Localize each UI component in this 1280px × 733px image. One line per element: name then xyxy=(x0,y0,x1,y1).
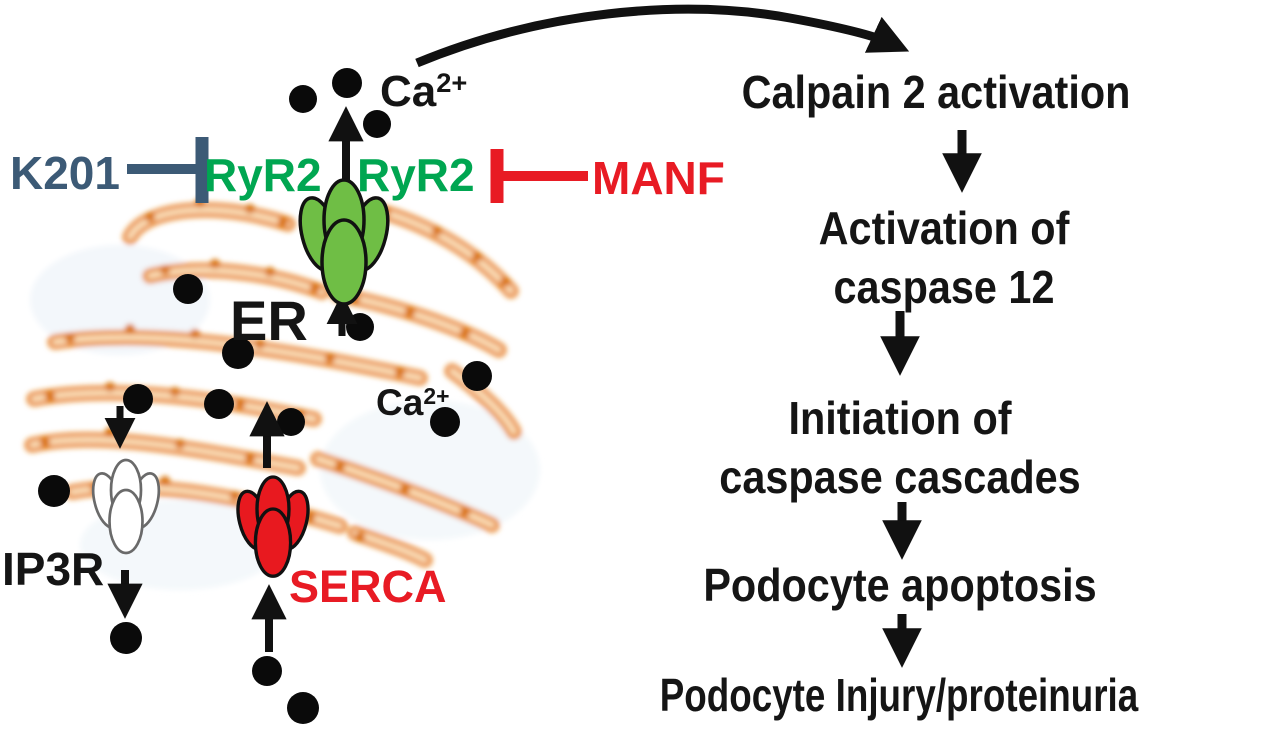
calcium-ion-dot xyxy=(289,85,317,113)
ip3r-label: IP3R xyxy=(2,543,105,595)
er-ribosome-dot xyxy=(210,259,220,269)
calcium-ion-dot xyxy=(287,692,319,724)
cascade-step-injury: Podocyte Injury/proteinuria xyxy=(660,666,1138,725)
calcium-ion-dot xyxy=(38,475,70,507)
er-ribosome-dot xyxy=(400,484,410,494)
inhibition-lines xyxy=(127,137,588,203)
ca-to-calpain-curved-arrow xyxy=(415,4,910,68)
er-tubule-lumen xyxy=(449,368,517,435)
calcium-label-top: Ca2+ xyxy=(380,67,468,116)
cascade-step-caspase12: Activation of caspase 12 xyxy=(819,199,1070,317)
cascade-step-text: caspase 12 xyxy=(833,261,1055,313)
er-tubule-lumen xyxy=(52,334,423,381)
ryr2-left-label: RyR2 xyxy=(204,149,322,201)
er-ribosome-dot xyxy=(472,252,482,262)
er-ribosome-dot xyxy=(432,226,442,236)
er-ribosome-dot xyxy=(460,328,470,338)
er-tubule-lumen xyxy=(29,436,301,471)
calcium-superscript: 2+ xyxy=(423,382,450,409)
serca-label: SERCA xyxy=(289,561,447,612)
calcium-ion-dot xyxy=(332,68,362,98)
er-ribosome-dot xyxy=(255,339,265,349)
er-ribosome-dot xyxy=(190,329,200,339)
er-ribosome-dot xyxy=(45,391,55,401)
calcium-ion-dot xyxy=(173,274,203,304)
er-ribosome-dot xyxy=(245,204,255,214)
er-ribosome-dot xyxy=(40,437,50,447)
er-ribosome-dot xyxy=(230,491,240,501)
er-ribosome-dot xyxy=(395,367,405,377)
er-ribosome-dot xyxy=(160,476,170,486)
cascade-step-text: Activation of xyxy=(818,202,1070,254)
er-ribosome-dot xyxy=(265,267,275,277)
cascade-step-caspase-cascades: Initiation of caspase cascades xyxy=(719,389,1080,507)
calcium-superscript: 2+ xyxy=(436,67,468,99)
er-ribosome-dot xyxy=(125,324,135,334)
calcium-ion-dot xyxy=(277,408,305,436)
er-ribosome-dot xyxy=(105,427,115,437)
er-tubule xyxy=(364,201,519,299)
manf-label: MANF xyxy=(592,152,725,204)
er-ribosome-dot xyxy=(245,453,255,463)
calcium-ion-dot xyxy=(110,622,142,654)
calcium-label-inner: Ca2+ xyxy=(376,384,449,421)
calcium-ion-dot xyxy=(462,361,492,391)
ryr2-right-label: RyR2 xyxy=(357,149,475,201)
er-ribosome-dot xyxy=(145,212,155,222)
er-ribosome-dot xyxy=(170,387,180,397)
cascade-step-text: caspase cascades xyxy=(719,451,1081,503)
er-ribosome-dot xyxy=(175,439,185,449)
er-ribosome-dot xyxy=(278,217,288,227)
calcium-base: Ca xyxy=(380,67,437,116)
calcium-ions xyxy=(38,68,492,724)
calcium-ion-dot xyxy=(430,407,460,437)
er-ribosome-dot xyxy=(405,307,415,317)
cascade-step-text: Calpain 2 activation xyxy=(741,66,1131,118)
er-ribosome-dot xyxy=(160,265,170,275)
er-haze xyxy=(320,400,540,540)
er-ribosome-dot xyxy=(335,461,345,471)
cascade-step-text: Initiation of xyxy=(788,392,1012,444)
er-ribosome-dot xyxy=(235,399,245,409)
calcium-ion-dot xyxy=(222,337,254,369)
er-ribosome-dot xyxy=(325,353,335,363)
er-tubule-lumen xyxy=(369,206,514,294)
er-ribosome-dot xyxy=(310,283,320,293)
er-ribosome-dot xyxy=(460,507,470,517)
er-ribosome-dot xyxy=(500,277,510,287)
cascade-step-apoptosis: Podocyte apoptosis xyxy=(703,556,1096,615)
calcium-ion-dot xyxy=(252,656,282,686)
er-label: ER xyxy=(230,289,308,352)
er-tubule-lumen xyxy=(127,207,291,240)
k201-label: K201 xyxy=(10,147,120,199)
er-ribosome-dot xyxy=(105,382,115,392)
calcium-ion-dot xyxy=(204,389,234,419)
er-ribosome-dot xyxy=(355,532,365,542)
calcium-ion-dot xyxy=(346,313,374,341)
calcium-ion-dot xyxy=(363,110,391,138)
cascade-step-text: Podocyte Injury/proteinuria xyxy=(659,669,1139,721)
cascade-step-calpain: Calpain 2 activation xyxy=(742,63,1131,122)
calcium-base: Ca xyxy=(376,382,424,423)
er-ribosome-dot xyxy=(65,333,75,343)
calcium-ion-dot xyxy=(123,384,153,414)
cascade-step-text: Podocyte apoptosis xyxy=(703,559,1097,611)
